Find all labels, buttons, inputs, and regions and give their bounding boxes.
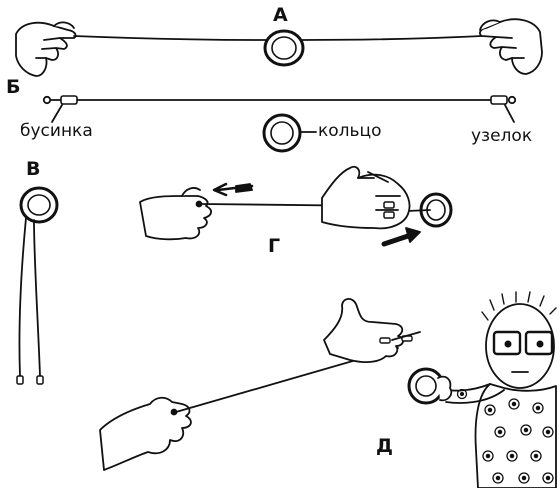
ring-b (262, 113, 302, 153)
bead-label: бусинка (20, 121, 93, 141)
boy-hair (481, 291, 557, 321)
knot-left-b (42, 95, 52, 105)
right-hand-a (479, 18, 543, 75)
knot-right-b (507, 95, 517, 105)
knot-leader-line (504, 104, 515, 123)
string-a (73, 35, 483, 41)
panel-d (99, 291, 557, 489)
arrow-right-g-head (405, 227, 421, 243)
upper-hand-d (323, 298, 421, 363)
arrow-left-g-fill (235, 183, 253, 193)
bead-v-right (36, 375, 44, 385)
boy-figure (407, 291, 557, 489)
ring-label: кольцо (318, 121, 382, 141)
bead-leader-line (51, 104, 63, 123)
right-hand-g (321, 165, 411, 230)
panel-label-g: Г (268, 235, 281, 257)
panel-label-a: А (273, 4, 288, 26)
bead-g-bottom (383, 211, 395, 219)
bead-g-top (383, 201, 395, 209)
shirt-dots (456, 388, 554, 484)
panel-label-b: Б (6, 76, 21, 98)
panel-v (16, 186, 59, 385)
bead-v-left (16, 375, 24, 385)
left-hand-a (15, 21, 77, 77)
doubled-string-v (18, 217, 41, 377)
left-hand-g (139, 187, 212, 241)
panel-label-d: Д (376, 435, 393, 457)
lower-hand-d (99, 396, 192, 471)
boy-hand (437, 375, 453, 402)
panel-b (42, 95, 517, 153)
ring-d (407, 367, 445, 405)
panel-label-v: В (26, 158, 41, 180)
bead-left-b (60, 95, 78, 105)
ring-v (19, 186, 59, 224)
ring-g (419, 192, 453, 228)
bead-right-b (490, 95, 508, 105)
panel-g (139, 165, 453, 247)
knot-label: узелок (471, 126, 533, 146)
panel-a (15, 18, 543, 77)
ring-a (263, 29, 305, 67)
